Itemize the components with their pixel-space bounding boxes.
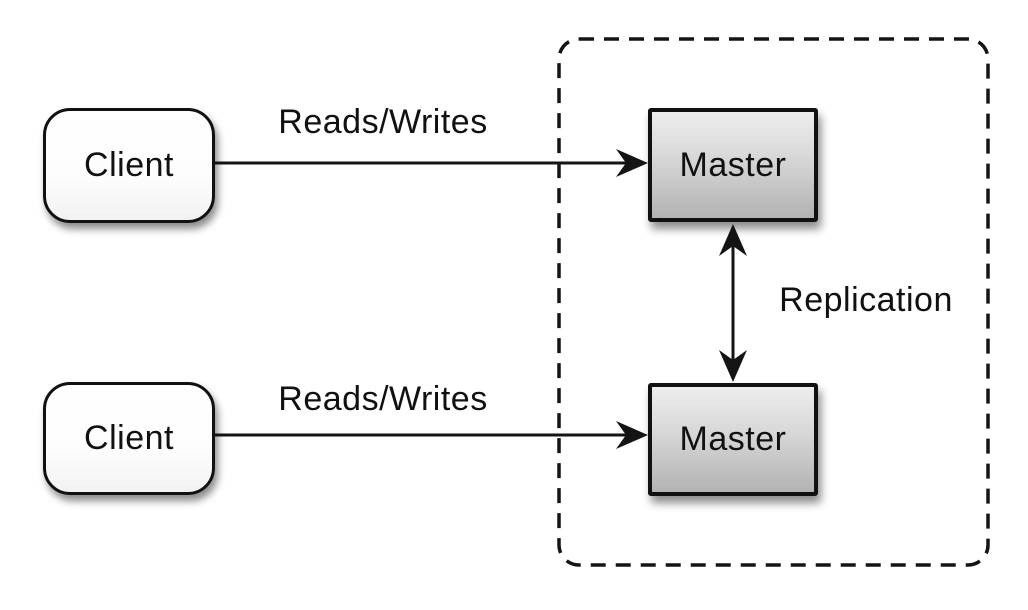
reads-writes-label-bottom: Reads/Writes xyxy=(278,380,488,418)
replication-arrow xyxy=(719,224,747,382)
client-node-label: Client xyxy=(84,419,174,457)
master-node-bottom: Master xyxy=(648,383,818,496)
master-node-top: Master xyxy=(648,108,818,222)
master-node-label: Master xyxy=(679,145,787,184)
reads-writes-arrow-bottom xyxy=(215,421,648,449)
replication-label: Replication xyxy=(779,281,953,319)
reads-writes-arrow-top xyxy=(215,149,648,177)
client-node-label: Client xyxy=(84,146,174,184)
client-node-bottom: Client xyxy=(43,382,215,495)
reads-writes-label-top: Reads/Writes xyxy=(278,103,488,141)
master-node-label: Master xyxy=(679,420,787,458)
client-node-top: Client xyxy=(43,108,215,223)
